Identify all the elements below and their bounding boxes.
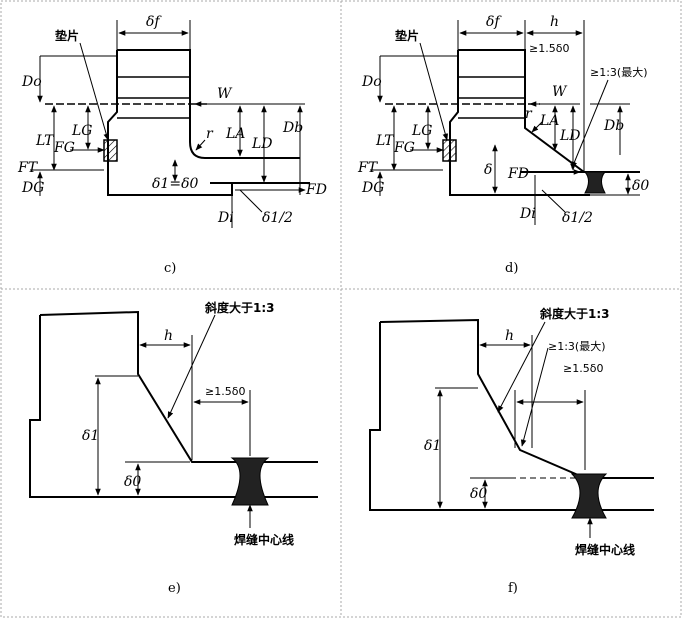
panel-d-labels: 垫片 δf h ≥1.5δ0 ≥1:3(最大) W r Do LT LG LA … [357,14,649,276]
d-half-label: δ1/2 [562,210,593,226]
c-db-label: Db [282,120,303,136]
c-fg-label: FG [53,140,75,156]
c-r-label: r [206,126,214,142]
d-ld-label: LD [559,128,581,144]
e-delta1-label: δ1 [82,428,99,444]
c-lg-label: LG [71,123,92,139]
c-di-label: Di [217,210,234,226]
c-lt-label: LT [35,133,55,149]
c-gasket-label: 垫片 [55,28,79,43]
panel-c [30,20,310,228]
d-do-label: Do [361,74,382,90]
f-delta0-label: δ0 [470,486,487,502]
weld-bead [230,457,270,506]
d-w-label: W [552,84,568,100]
d-ft-label: FT [357,160,379,176]
gasket-hatch [442,139,457,162]
e-ge-label: ≥1.5δ0 [205,385,245,398]
panel-e-labels: 斜度大于1:3 h ≥1.5δ0 δ1 δ0 焊缝中心线 e) [82,300,294,596]
c-fd-label: FD [305,182,327,198]
e-caption: e) [168,581,181,596]
panel-c-labels: 垫片 δf W r Do LT LG LA LD Db FG FT DG δ1=… [17,14,327,276]
f-ge-label: ≥1.5δ0 [563,362,603,375]
c-ld-label: LD [251,136,273,152]
f-slope-label: 斜度大于1:3 [539,306,610,321]
weld-bead [583,171,607,194]
f-weld-label: 焊缝中心线 [575,542,635,557]
d-delta0-label: δ0 [632,178,649,194]
c-caption: c) [164,261,176,276]
d-delta-label: δ [484,162,492,178]
e-h-label: h [164,328,173,344]
e-weld-label: 焊缝中心线 [234,532,294,547]
d-db-label: Db [603,118,624,134]
d-gasket-label: 垫片 [395,28,419,43]
d-fg-label: FG [393,140,415,156]
d-h-label: h [550,14,559,30]
f-caption: f) [508,581,518,596]
panel-e [29,310,318,528]
d-r-label: r [525,106,533,122]
d-di-label: Di [519,206,536,222]
d-lg-label: LG [411,123,432,139]
d-ge-label: ≥1.5δ0 [529,42,569,55]
c-delta-eq-label: δ1=δ0 [152,176,198,192]
c-half-label: δ1/2 [262,210,293,226]
c-do-label: Do [21,74,42,90]
d-caption: d) [505,261,518,276]
d-la-label: LA [539,113,559,129]
e-delta0-label: δ0 [124,474,141,490]
f-slope-max-label: ≥1:3(最大) [548,339,606,353]
d-fd-label: FD [507,166,529,182]
f-delta1-label: δ1 [424,438,441,454]
d-delta-f: δf [486,14,502,30]
c-la-label: LA [225,126,245,142]
c-ft-label: FT [17,160,39,176]
c-delta-f: δf [146,14,162,30]
panel-f [369,318,654,538]
gasket-hatch [103,139,118,162]
weld-bead [570,473,608,519]
panel-f-labels: 斜度大于1:3 h ≥1:3(最大) ≥1.5δ0 δ1 δ0 焊缝中心线 f) [424,306,635,596]
d-slope-label: ≥1:3(最大) [590,65,648,79]
e-slope-label: 斜度大于1:3 [204,300,275,315]
panel-d [370,20,640,225]
d-lt-label: LT [375,133,395,149]
c-dg-label: DG [21,180,44,196]
c-w-label: W [217,86,233,102]
f-h-label: h [505,328,514,344]
d-dg-label: DG [361,180,384,196]
